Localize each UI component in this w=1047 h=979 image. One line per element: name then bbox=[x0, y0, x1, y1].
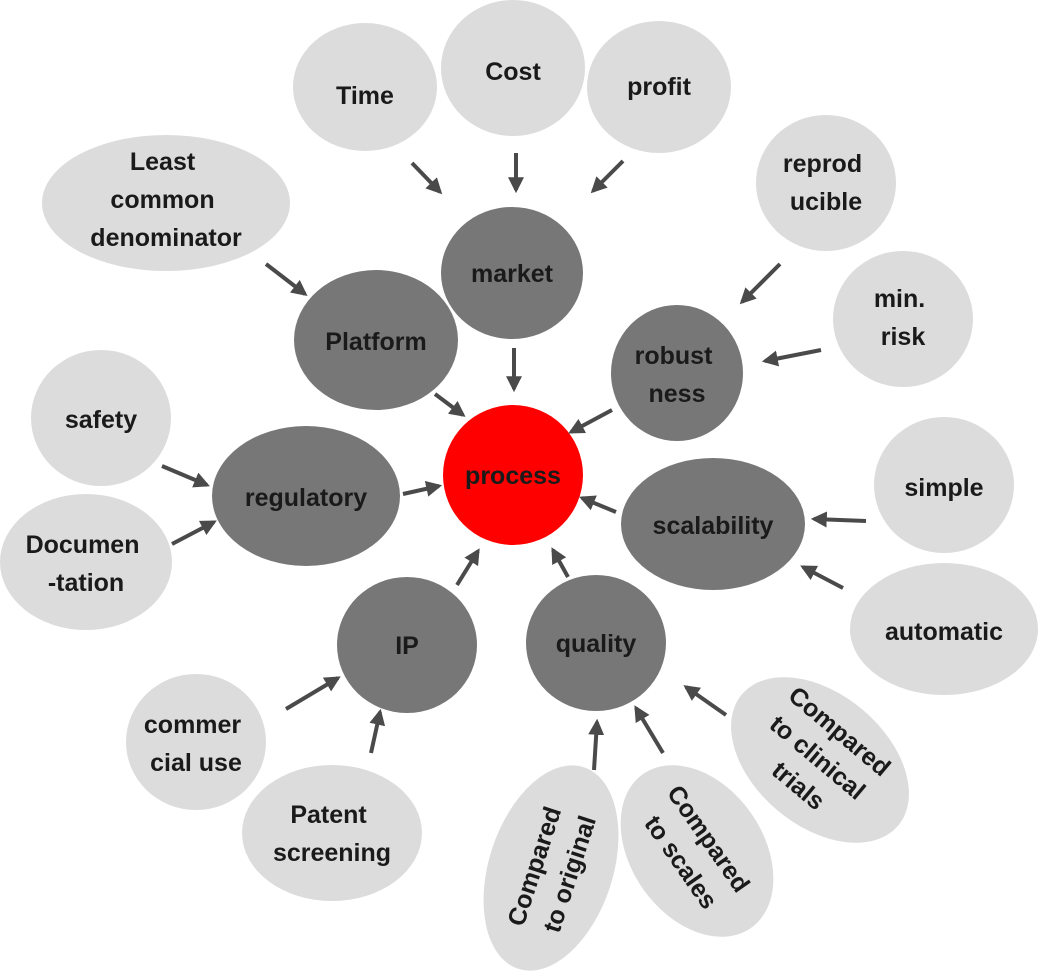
node-scalability-label: scalability bbox=[653, 512, 774, 540]
node-commercial-use-line1: commer bbox=[144, 711, 242, 739]
node-quality-label: quality bbox=[556, 630, 637, 658]
svg-text:process: process bbox=[465, 462, 561, 490]
node-market: market bbox=[441, 207, 583, 339]
svg-text:commer cial use: commer cial use bbox=[144, 711, 248, 777]
node-profit-label: profit bbox=[627, 73, 692, 101]
arrow-scales-to-quality bbox=[634, 705, 665, 755]
node-profit: profit bbox=[587, 21, 731, 153]
svg-text:scalability: scalability bbox=[653, 512, 774, 540]
node-platform: Platform bbox=[294, 270, 458, 410]
svg-text:Time: Time bbox=[336, 82, 394, 110]
arrow-ip-to-process bbox=[455, 548, 480, 587]
svg-text:regulatory: regulatory bbox=[245, 484, 367, 512]
node-safety-label: safety bbox=[65, 406, 137, 434]
node-documentation-line2: -tation bbox=[48, 569, 124, 597]
node-patent-screening: Patent screening bbox=[242, 765, 422, 901]
node-compared-to-original: Compared to original bbox=[483, 765, 619, 971]
svg-text:simple: simple bbox=[904, 474, 983, 502]
node-quality: quality bbox=[526, 575, 666, 711]
arrow-quality-to-process bbox=[551, 547, 570, 578]
node-reproducible-line2: ucible bbox=[790, 188, 862, 216]
node-process-label: process bbox=[465, 462, 561, 490]
node-least-common-denominator-line2: common bbox=[110, 186, 214, 214]
node-compared-to-scales: Compared to scales bbox=[620, 765, 774, 937]
svg-text:market: market bbox=[471, 260, 554, 288]
svg-text:IP: IP bbox=[395, 632, 419, 660]
arrow-robustness-to-process bbox=[568, 408, 613, 434]
arrow-safety-to-regulatory bbox=[161, 464, 210, 488]
arrow-profit-to-market bbox=[590, 159, 625, 194]
arrow-documentation-to-regulatory bbox=[171, 520, 217, 546]
arrow-original-to-quality bbox=[588, 718, 605, 771]
node-regulatory: regulatory bbox=[212, 426, 400, 566]
node-safety: safety bbox=[31, 350, 171, 486]
arrow-patent-to-ip bbox=[369, 708, 386, 754]
arrow-reproducible-to-robustness bbox=[739, 262, 782, 305]
svg-text:automatic: automatic bbox=[885, 618, 1003, 646]
svg-text:Cost: Cost bbox=[485, 58, 541, 86]
node-ip-label: IP bbox=[395, 632, 419, 660]
arrow-commercialuse-to-ip bbox=[284, 676, 341, 711]
node-automatic: automatic bbox=[850, 563, 1038, 695]
svg-text:profit: profit bbox=[627, 73, 692, 101]
node-cost: Cost bbox=[441, 0, 585, 136]
node-time-label: Time bbox=[336, 82, 394, 110]
node-robustness-line2: ness bbox=[649, 380, 706, 408]
arrow-minrisk-to-robustness bbox=[761, 348, 822, 367]
arrows bbox=[161, 153, 867, 771]
node-reproducible-line1: reprod bbox=[783, 150, 862, 178]
node-simple: simple bbox=[874, 417, 1014, 553]
node-min-risk-line1: min. bbox=[874, 285, 925, 313]
arrow-automatic-to-scalability bbox=[800, 565, 844, 590]
node-cost-label: Cost bbox=[485, 58, 541, 86]
node-documentation: Documen -tation bbox=[0, 494, 172, 630]
arrow-time-to-market bbox=[410, 161, 443, 195]
arrow-clinical-to-quality bbox=[683, 685, 728, 717]
node-least-common-denominator-line1: Least bbox=[130, 148, 196, 176]
arrow-platform-to-process bbox=[433, 392, 466, 417]
node-min-risk: min. risk bbox=[833, 251, 973, 387]
node-ip: IP bbox=[337, 577, 477, 713]
arrow-simple-to-scalability bbox=[810, 511, 867, 528]
arrow-lcd-to-platform bbox=[264, 262, 308, 296]
svg-text:Documen -tation: Documen -tation bbox=[26, 531, 147, 597]
svg-text:Platform: Platform bbox=[325, 328, 426, 356]
svg-text:Least common denom: Least common denominator bbox=[90, 148, 242, 252]
arrow-regulatory-to-process bbox=[402, 480, 443, 497]
node-documentation-line1: Documen bbox=[26, 531, 140, 559]
node-process: process bbox=[443, 405, 583, 545]
node-reproducible: reprod ucible bbox=[756, 115, 896, 251]
node-robustness-line1: robust bbox=[635, 342, 713, 370]
node-platform-label: Platform bbox=[325, 328, 426, 356]
node-regulatory-label: regulatory bbox=[245, 484, 367, 512]
node-patent-screening-line2: screening bbox=[273, 839, 391, 867]
node-time: Time bbox=[293, 23, 437, 151]
arrow-scalability-to-process bbox=[579, 495, 617, 514]
svg-text:robust ness: robust ness bbox=[635, 342, 720, 408]
svg-text:min. risk: min. risk bbox=[874, 285, 932, 351]
svg-text:safety: safety bbox=[65, 406, 137, 434]
node-automatic-label: automatic bbox=[885, 618, 1003, 646]
svg-text:Patent screening: Patent screening bbox=[273, 801, 391, 867]
node-robustness: robust ness bbox=[611, 305, 743, 441]
node-commercial-use: commer cial use bbox=[126, 674, 266, 810]
node-patent-screening-line1: Patent bbox=[290, 801, 367, 829]
node-simple-label: simple bbox=[904, 474, 983, 502]
node-commercial-use-line2: cial use bbox=[150, 749, 242, 777]
node-min-risk-line2: risk bbox=[881, 323, 926, 351]
node-least-common-denominator: Least common denominator bbox=[42, 135, 290, 271]
svg-text:reprod ucible: reprod ucible bbox=[783, 150, 869, 216]
node-market-label: market bbox=[471, 260, 554, 288]
svg-text:quality: quality bbox=[556, 630, 637, 658]
node-scalability: scalability bbox=[621, 458, 805, 590]
node-least-common-denominator-line3: denominator bbox=[90, 224, 242, 252]
